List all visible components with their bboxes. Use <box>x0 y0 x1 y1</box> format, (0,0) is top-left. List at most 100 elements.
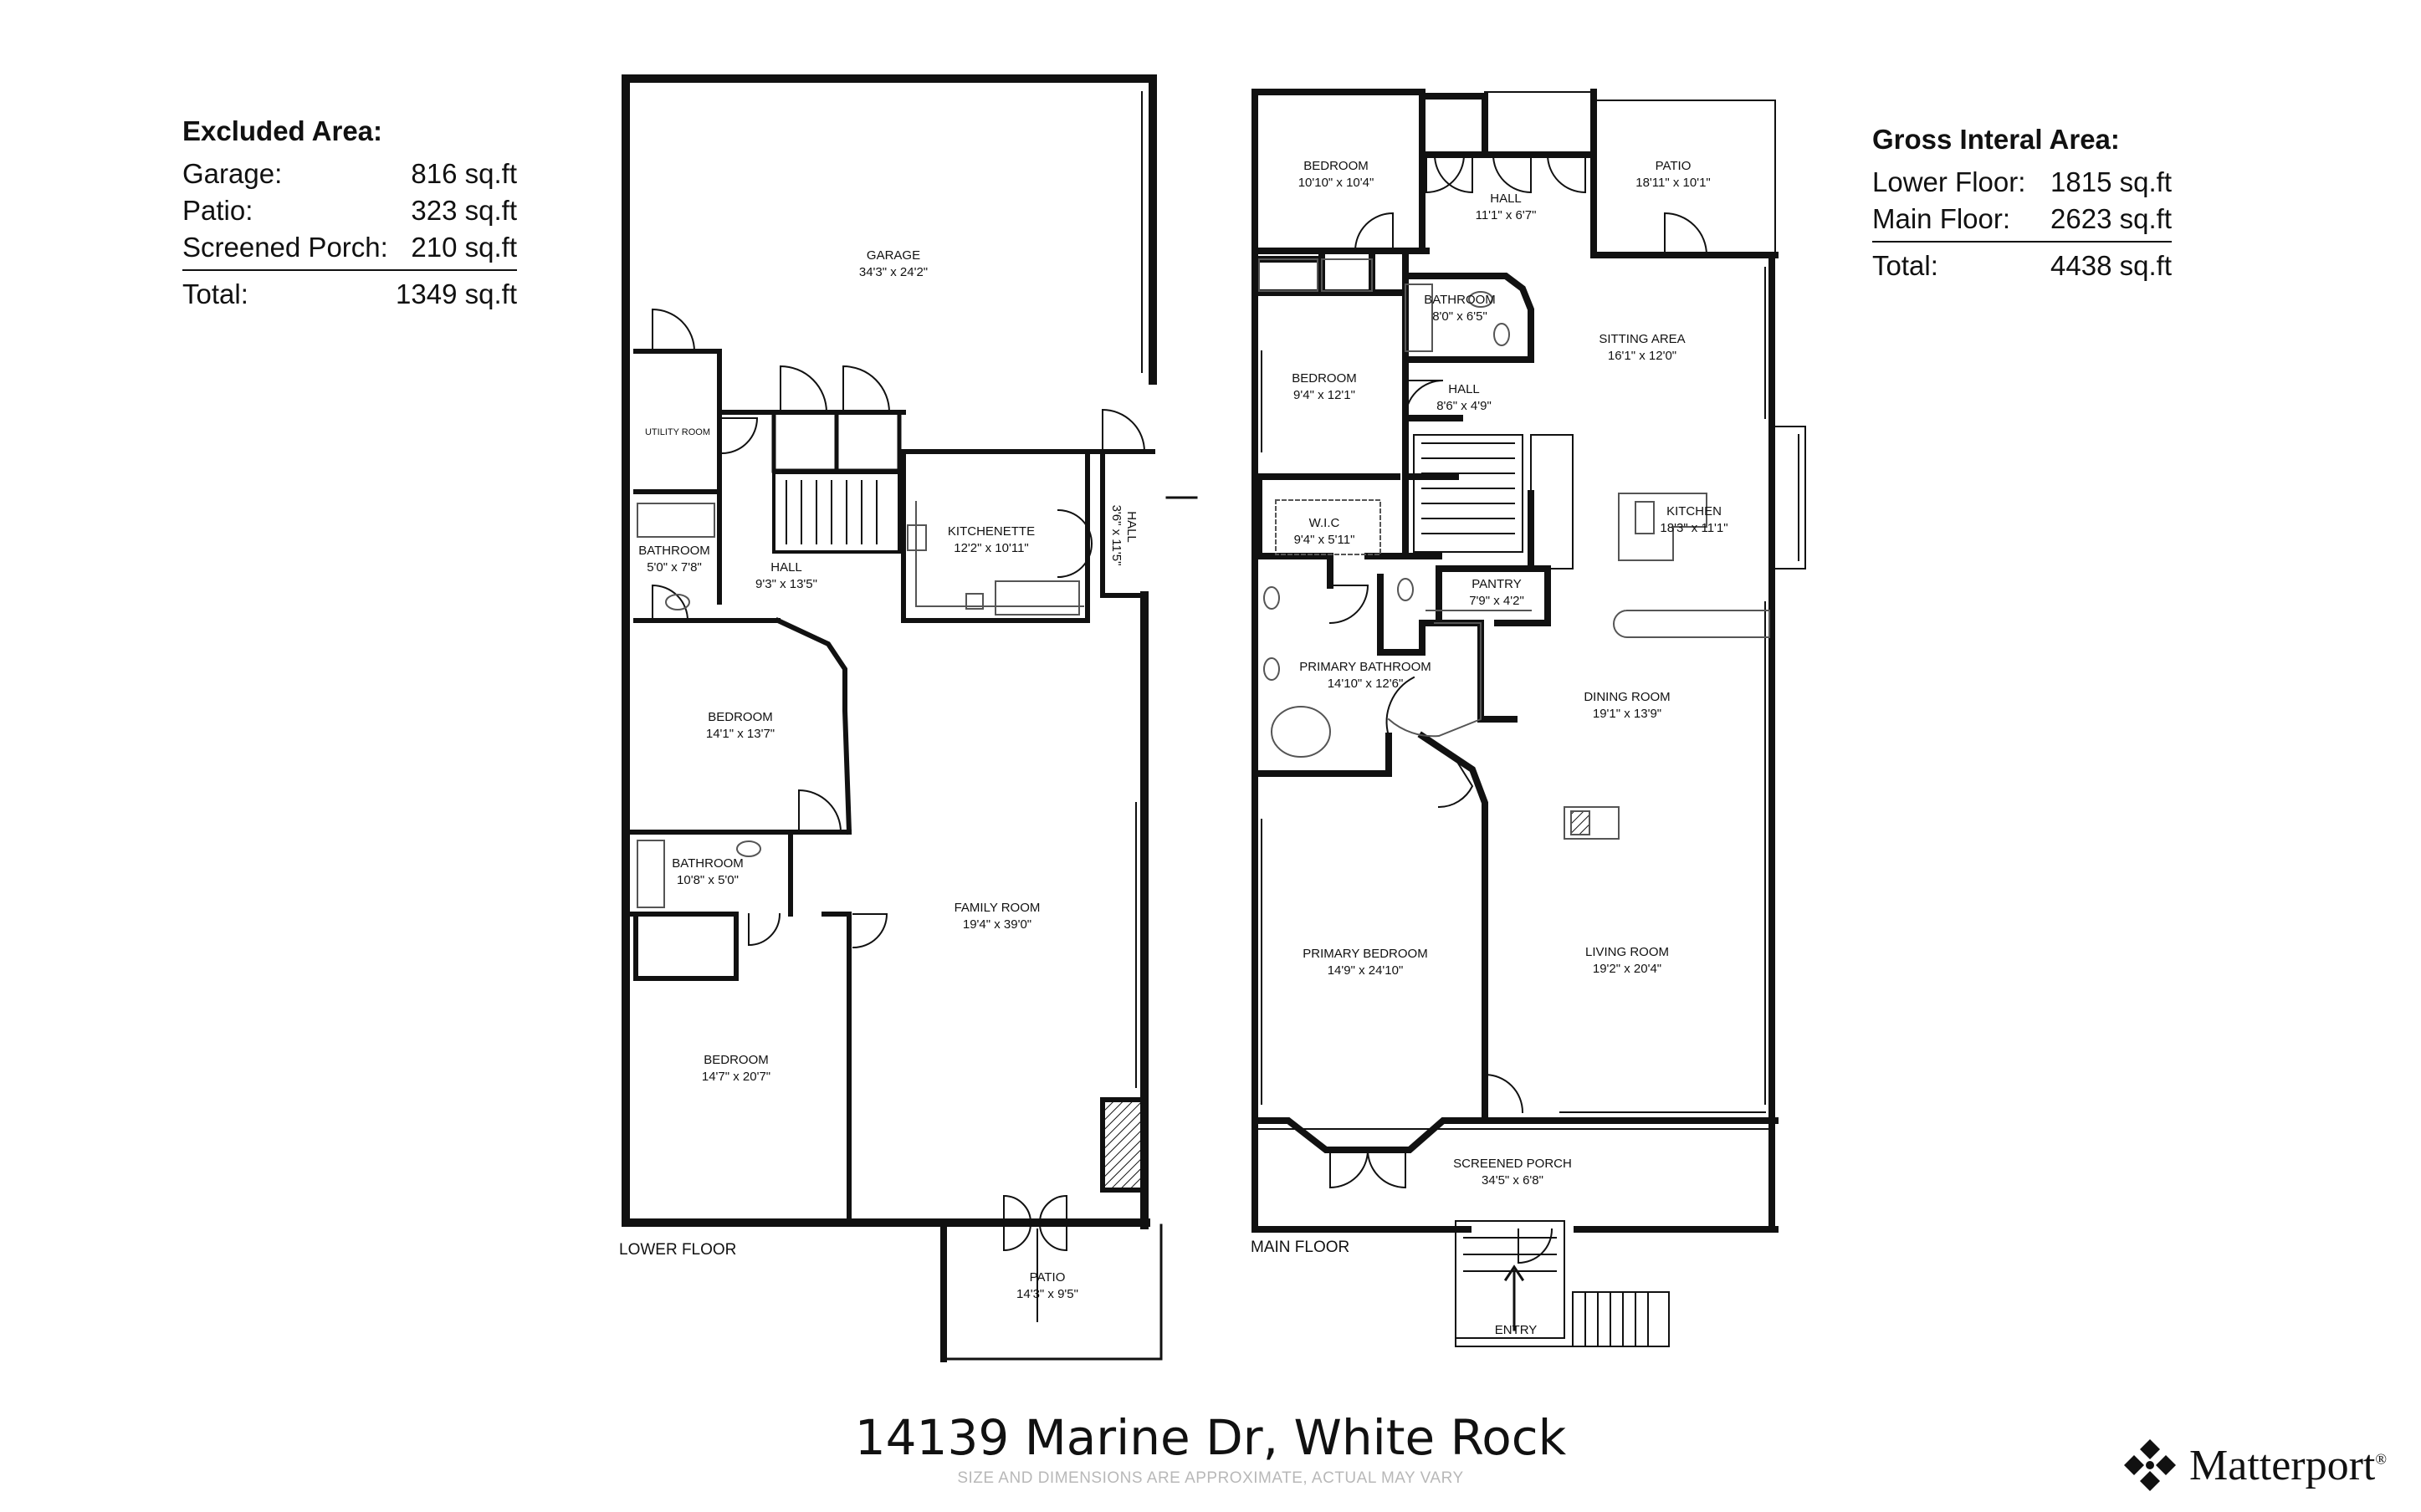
excluded-row-patio: Patio: 323 sq.ft <box>182 192 517 229</box>
room-name-hall: HALL <box>770 560 802 575</box>
gross-value-main-floor: 2623 sq.ft <box>2050 203 2172 234</box>
disclaimer-text: SIZE AND DIMENSIONS ARE APPROXIMATE, ACT… <box>957 1469 1464 1487</box>
room-name-family-room: FAMILY ROOM <box>955 901 1041 915</box>
room-name-bathroom-1: BATHROOM <box>638 544 710 558</box>
room-dims-primary-bathroom: 14'10" x 12'6" <box>1328 677 1404 691</box>
main-floor-stairs <box>1413 434 1670 1347</box>
excluded-value-garage: 816 sq.ft <box>411 158 517 189</box>
excluded-row-garage: Garage: 816 sq.ft <box>182 156 517 192</box>
lower-floor-doors <box>652 308 1146 949</box>
room-name-primary-bedroom: PRIMARY BEDROOM <box>1303 947 1427 961</box>
main-floor-doors <box>1328 153 1708 1264</box>
gross-area-panel: Gross Interal Area: Lower Floor: 1815 sq… <box>1872 124 2172 284</box>
room-name-patio-main: PATIO <box>1656 159 1692 173</box>
lower-floor-label: LOWER FLOOR <box>619 1241 736 1259</box>
room-name-hall-a: HALL <box>1490 192 1522 206</box>
lower-floor-stairs <box>786 480 878 544</box>
gross-label-main-floor: Main Floor: <box>1872 203 2011 234</box>
room-dims-screened-porch: 34'5" x 6'8" <box>1482 1173 1543 1188</box>
room-dims-dining-room: 19'1" x 13'9" <box>1593 707 1661 721</box>
room-dims-patio-main: 18'11" x 10'1" <box>1635 176 1711 190</box>
excluded-value-screened-porch: 210 sq.ft <box>411 232 517 263</box>
main-floor-fixtures <box>1258 258 1770 840</box>
room-dims-hall: 9'3" x 13'5" <box>755 577 817 591</box>
room-dims-kitchen: 18'3" x 11'1" <box>1660 521 1727 535</box>
excluded-label-screened-porch: Screened Porch: <box>182 232 388 263</box>
main-floor-windows <box>1258 91 1806 1130</box>
room-dims-bathroom-a: 8'0" x 6'5" <box>1432 309 1487 324</box>
room-dims-bathroom-2: 10'8" x 5'0" <box>677 873 739 887</box>
room-dims-garage: 34'3" x 24'2" <box>859 265 928 279</box>
lower-floor-fixtures <box>637 501 1084 908</box>
main-entry-arrowhead <box>1503 1264 1525 1282</box>
room-name-living-room: LIVING ROOM <box>1585 945 1669 959</box>
lower-floor-labels: GARAGE 34'3" x 24'2" UTILITY ROOM KITCHE… <box>619 248 1139 1301</box>
gross-row-lower-floor: Lower Floor: 1815 sq.ft <box>1872 164 2172 201</box>
excluded-value-patio: 323 sq.ft <box>411 195 517 226</box>
excluded-divider <box>182 269 517 271</box>
gross-area-heading: Gross Interal Area: <box>1872 124 2120 155</box>
room-dims-living-room: 19'2" x 20'4" <box>1593 962 1661 976</box>
room-name-sitting-area: SITTING AREA <box>1599 332 1685 346</box>
gross-total-value: 4438 sq.ft <box>2050 250 2172 281</box>
room-name-utility-room: UTILITY ROOM <box>645 427 710 437</box>
room-dims-bedroom-b: 9'4" x 12'1" <box>1293 388 1355 402</box>
lower-floor-interior-walls <box>623 82 1155 1225</box>
room-name-hall-b: HALL <box>1448 382 1480 396</box>
gross-row-total: Total: 4438 sq.ft <box>1872 248 2172 284</box>
matterport-brand: Matterport® <box>2121 1432 2387 1499</box>
room-dims-sitting-area: 16'1" x 12'0" <box>1608 349 1676 363</box>
room-dims-kitchenette: 12'2" x 10'11" <box>954 541 1029 555</box>
excluded-row-screened-porch: Screened Porch: 210 sq.ft <box>182 229 517 266</box>
room-name-kitchen: KITCHEN <box>1666 504 1722 518</box>
excluded-total-label: Total: <box>182 278 248 309</box>
room-dims-patio: 14'3" x 9'5" <box>1016 1287 1078 1301</box>
room-dims-pantry: 7'9" x 4'2" <box>1469 594 1524 608</box>
brand-registered-mark: ® <box>2375 1450 2388 1468</box>
room-dims-primary-bedroom: 14'9" x 24'10" <box>1328 963 1404 978</box>
matterport-logo-icon <box>2124 1439 2176 1491</box>
room-dims-hall-a: 11'1" x 6'7" <box>1476 208 1537 222</box>
gross-value-lower-floor: 1815 sq.ft <box>2050 166 2172 197</box>
gross-row-main-floor: Main Floor: 2623 sq.ft <box>1872 201 2172 238</box>
room-dims-hall-side: 3'6" x 11'5" <box>1109 505 1123 566</box>
room-name-bedroom-2: BEDROOM <box>704 1053 769 1067</box>
matterport-wordmark: Matterport® <box>2189 1441 2387 1490</box>
gross-divider <box>1872 241 2172 243</box>
room-name-garage: GARAGE <box>867 248 920 263</box>
room-name-entry: ENTRY <box>1495 1323 1538 1337</box>
room-dims-bedroom-a: 10'10" x 10'4" <box>1298 176 1374 190</box>
room-dims-bedroom-1: 14'1" x 13'7" <box>706 727 775 741</box>
gross-label-lower-floor: Lower Floor: <box>1872 166 2026 197</box>
excluded-area-panel: Excluded Area: Garage: 816 sq.ft Patio: … <box>182 115 517 313</box>
main-floor-plan <box>1251 89 1806 1347</box>
room-name-patio: PATIO <box>1030 1270 1066 1285</box>
room-name-bathroom-a: BATHROOM <box>1424 293 1496 307</box>
brand-name: Matterport <box>2189 1441 2376 1489</box>
main-floor-label: MAIN FLOOR <box>1251 1239 1349 1256</box>
room-name-wic: W.I.C <box>1309 516 1340 530</box>
room-name-hall-side: HALL <box>1124 511 1139 543</box>
room-name-kitchenette: KITCHENETTE <box>948 524 1035 539</box>
lower-patio <box>940 1194 1163 1362</box>
room-name-bedroom-a: BEDROOM <box>1303 159 1369 173</box>
room-dims-hall-b: 8'6" x 4'9" <box>1436 399 1492 413</box>
room-name-primary-bathroom: PRIMARY BATHROOM <box>1299 660 1431 674</box>
room-name-dining-room: DINING ROOM <box>1584 690 1670 704</box>
room-name-pantry: PANTRY <box>1472 577 1521 591</box>
room-dims-wic: 9'4" x 5'11" <box>1294 533 1355 547</box>
room-dims-bedroom-2: 14'7" x 20'7" <box>702 1070 770 1084</box>
room-name-bathroom-2: BATHROOM <box>672 856 744 871</box>
room-name-bedroom-1: BEDROOM <box>708 710 773 724</box>
excluded-label-patio: Patio: <box>182 195 253 226</box>
main-floor-walls <box>1251 89 1779 1233</box>
property-address-title: 14139 Marine Dr, White Rock <box>854 1409 1567 1466</box>
room-name-bedroom-b: BEDROOM <box>1292 371 1357 386</box>
main-floor-labels: BEDROOM 10'10" x 10'4" HALL 11'1" x 6'7"… <box>1251 159 1728 1337</box>
lower-floor-plan <box>622 74 1198 1362</box>
excluded-total-value: 1349 sq.ft <box>396 278 517 309</box>
room-dims-family-room: 19'4" x 39'0" <box>963 917 1031 932</box>
excluded-row-total: Total: 1349 sq.ft <box>182 276 517 313</box>
room-dims-bathroom-1: 5'0" x 7'8" <box>647 560 702 575</box>
